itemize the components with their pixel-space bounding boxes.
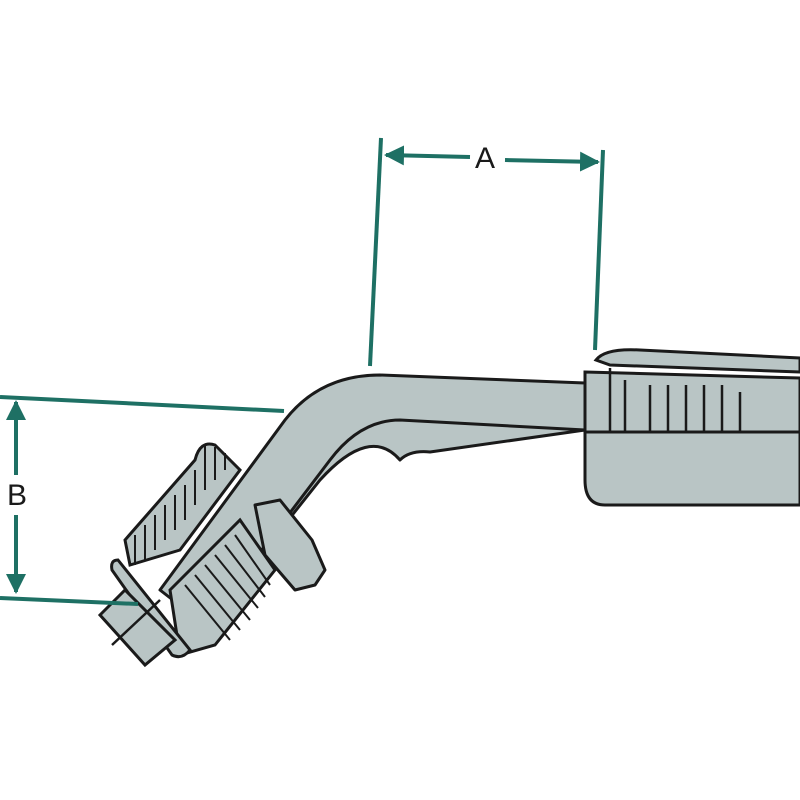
dimension-b: [0, 395, 285, 606]
dimension-a: [368, 137, 605, 367]
ferrule: [583, 348, 800, 507]
bulkhead-section: [123, 442, 242, 567]
stub-end: [97, 587, 178, 668]
dimension-b-label: B: [7, 479, 28, 512]
tube: [158, 373, 587, 627]
dimension-a-label: A: [475, 142, 496, 175]
